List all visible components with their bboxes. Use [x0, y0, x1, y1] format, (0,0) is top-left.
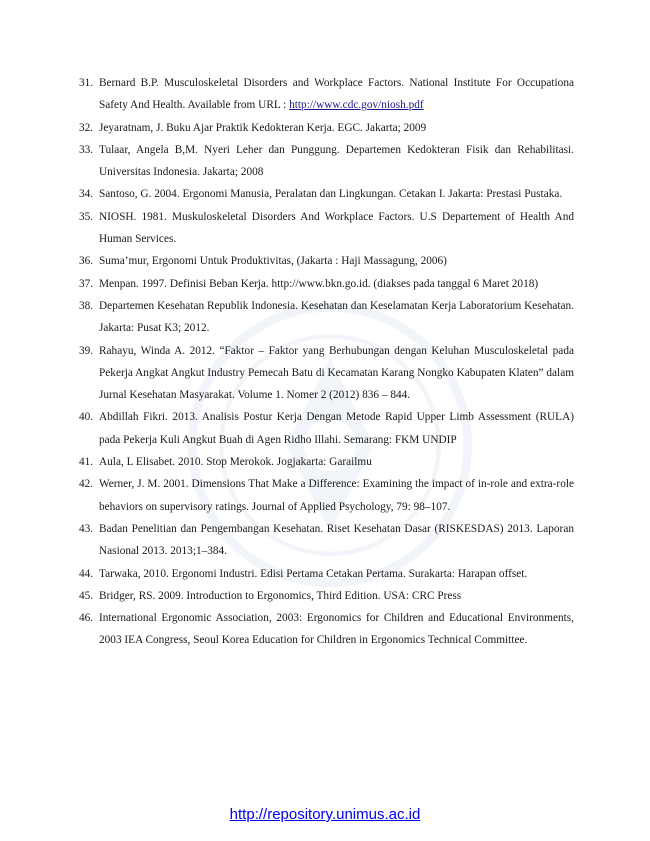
reference-text: Menpan. 1997. Definisi Beban Kerja. http… — [99, 277, 539, 290]
reference-item: 33. Tulaar, Angela B,M. Nyeri Leher dan P… — [79, 139, 574, 184]
reference-number: 42. — [79, 478, 94, 491]
reference-text: Santoso, G. 2004. Ergonomi Manusia, Pera… — [99, 188, 563, 201]
reference-number: 44. — [79, 567, 94, 580]
reference-number: 37. — [79, 277, 94, 290]
reference-text: Departemen Kesehatan Republik Indonesia.… — [99, 299, 574, 335]
reference-url-link[interactable]: http://www.cdc.gov/niosh.pdf — [289, 99, 424, 112]
reference-text: Rahayu, Winda A. 2012. “Faktor – Faktor … — [99, 344, 574, 402]
university-seal-watermark — [187, 302, 473, 588]
reference-item: 42. Werner, J. M. 2001. Dimensions That M… — [79, 473, 574, 518]
reference-text: International Ergonomic Association, 200… — [99, 612, 574, 647]
reference-item: 40. Abdillah Fikri. 2013. Analisis Postur… — [79, 406, 574, 451]
reference-number: 41. — [79, 456, 94, 469]
reference-item: 37. Menpan. 1997. Definisi Beban Kerja. h… — [79, 273, 574, 295]
reference-number: 39. — [79, 344, 94, 357]
reference-text: NIOSH. 1981. Muskuloskeletal Disorders A… — [99, 210, 574, 246]
reference-text: Aula, L Elisabet. 2010. Stop Merokok. Jo… — [99, 456, 372, 469]
reference-list: 31. Bernard B.P. Musculoskeletal Disorder… — [79, 72, 574, 652]
reference-text: Suma’mur, Ergonomi Untuk Produktivitas, … — [99, 255, 447, 268]
reference-item: 31. Bernard B.P. Musculoskeletal Disorder… — [79, 72, 574, 117]
reference-item: 35. NIOSH. 1981. Muskuloskeletal Disorder… — [79, 206, 574, 251]
reference-number: 34. — [79, 188, 94, 201]
reference-number: 31. — [79, 77, 94, 89]
reference-number: 43. — [79, 522, 94, 535]
reference-number: 33. — [79, 143, 94, 156]
reference-text: Jeyaratnam, J. Buku Ajar Praktik Kedokte… — [99, 121, 427, 134]
reference-item: 46. International Ergonomic Association, … — [79, 607, 574, 652]
reference-text: Tarwaka, 2010. Ergonomi Industri. Edisi … — [99, 567, 528, 580]
repository-footer-link[interactable]: http://repository.unimus.ac.id — [229, 806, 421, 823]
reference-number: 46. — [79, 612, 94, 625]
reference-text: Bernard B.P. Musculoskeletal Disorders a… — [99, 77, 574, 112]
reference-text: Badan Penelitian dan Pengembangan Keseha… — [99, 522, 574, 558]
reference-item: 32. Jeyaratnam, J. Buku Ajar Praktik Kedo… — [79, 117, 574, 139]
reference-item: 34. Santoso, G. 2004. Ergonomi Manusia, P… — [79, 183, 574, 205]
reference-number: 38. — [79, 299, 94, 312]
reference-text: Tulaar, Angela B,M. Nyeri Leher dan Pung… — [99, 143, 574, 179]
reference-number: 45. — [79, 589, 94, 602]
reference-text: Abdillah Fikri. 2013. Analisis Postur Ke… — [99, 411, 574, 446]
reference-item: 36. Suma’mur, Ergonomi Untuk Produktivita… — [79, 250, 574, 272]
reference-number: 35. — [79, 210, 94, 223]
reference-number: 32. — [79, 121, 94, 134]
reference-item: 43. Badan Penelitian dan Pengembangan Kes… — [79, 518, 574, 563]
reference-item: 45. Bridger, RS. 2009. Introduction to Er… — [79, 585, 574, 607]
reference-item: 41. Aula, L Elisabet. 2010. Stop Merokok.… — [79, 451, 574, 473]
reference-text: Werner, J. M. 2001. Dimensions That Make… — [99, 478, 574, 513]
reference-number: 40. — [79, 411, 94, 424]
reference-item: 38. Departemen Kesehatan Republik Indones… — [79, 295, 574, 340]
reference-text: Bridger, RS. 2009. Introduction to Ergon… — [99, 589, 462, 602]
reference-number: 36. — [79, 255, 94, 268]
reference-item: 39. Rahayu, Winda A. 2012. “Faktor – Fakt… — [79, 340, 574, 407]
reference-item: 44. Tarwaka, 2010. Ergonomi Industri. Edi… — [79, 563, 574, 585]
